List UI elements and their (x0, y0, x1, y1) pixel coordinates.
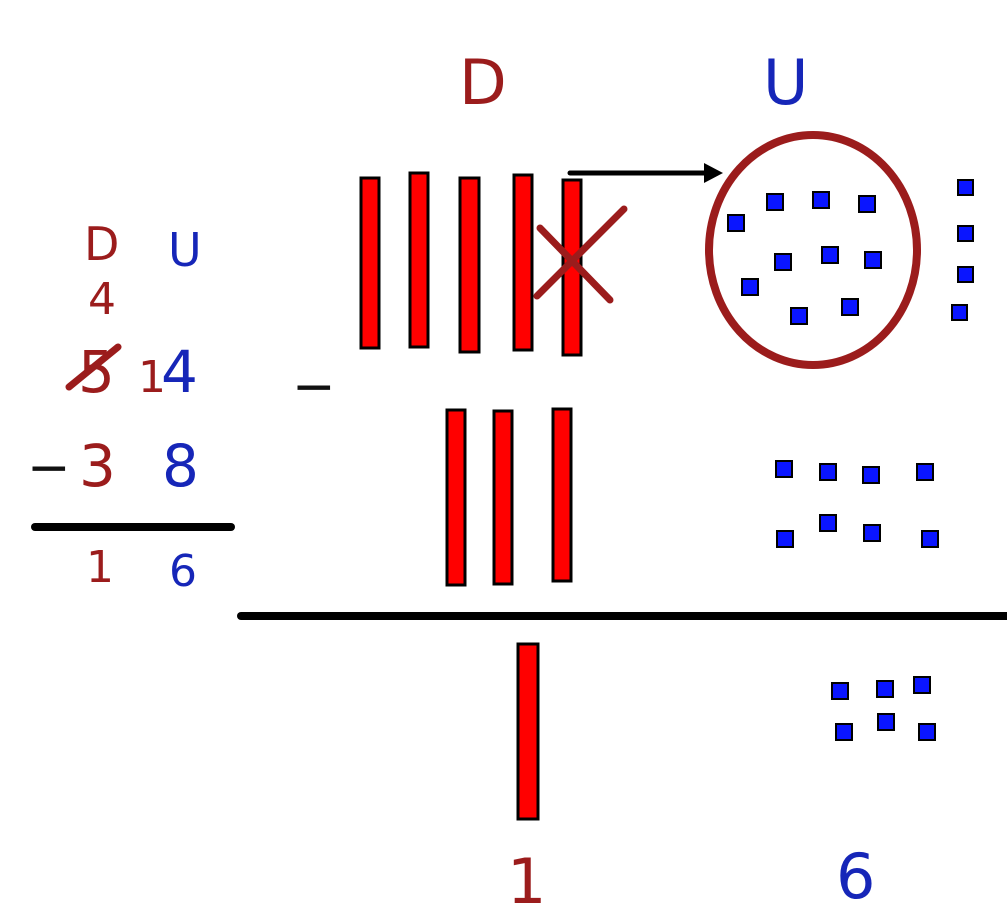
result-tens-rod (516, 642, 540, 821)
result-tens-digit: 1 (86, 542, 114, 593)
written-tens-label: D (84, 217, 119, 271)
unit-cube (863, 524, 881, 542)
visual-result-units: 6 (836, 840, 875, 913)
x-mark-icon (533, 205, 628, 304)
result-units-cubes (831, 676, 936, 741)
bottom-tens-digit: 3 (79, 432, 116, 500)
unit-cube (916, 463, 934, 481)
tens-rod (492, 409, 514, 586)
unit-cube (774, 253, 792, 271)
subtract-units-cubes (775, 460, 939, 548)
circle-icon (705, 131, 921, 369)
visual-result-tens: 1 (507, 845, 546, 916)
result-units-digit: 6 (169, 546, 197, 597)
unit-cube (741, 278, 759, 296)
unit-cube (819, 463, 837, 481)
unit-cube (862, 466, 880, 484)
unit-cube (877, 713, 895, 731)
tens-strike-mark (65, 343, 122, 391)
visual-minus-sign: − (292, 357, 336, 417)
right-arrow-icon (567, 163, 723, 183)
tens-rod (458, 176, 481, 354)
subtract-tens-rods (445, 407, 573, 587)
unit-cube (921, 530, 939, 548)
unit-cube (812, 191, 830, 209)
written-minus-sign: − (27, 438, 71, 498)
unit-cube (775, 460, 793, 478)
unit-cube (957, 225, 974, 242)
extra-units-cubes (951, 179, 974, 321)
unit-cube (727, 214, 745, 232)
tens-rod (408, 171, 430, 349)
visual-units-label: U (763, 46, 808, 119)
top-units-regroup-four: 4 (161, 338, 198, 406)
visual-tens-label: D (459, 46, 507, 119)
unit-cube (918, 723, 936, 741)
tens-rod (359, 176, 381, 350)
tens-rod (445, 408, 467, 587)
unit-cube (957, 179, 974, 196)
unit-cube (858, 195, 876, 213)
unit-cube (864, 251, 882, 269)
unit-cube (819, 514, 837, 532)
tens-rod (551, 407, 573, 583)
written-subtraction: D U 4 5 1 4 − 3 8 1 6 (27, 217, 235, 597)
bottom-units-digit: 8 (162, 432, 199, 500)
unit-cube (766, 193, 784, 211)
borrow-tens-digit: 4 (88, 274, 116, 325)
unit-cube (776, 530, 794, 548)
unit-cube (957, 266, 974, 283)
unit-cube (790, 307, 808, 325)
unit-cube (835, 723, 853, 741)
unit-cube (831, 682, 849, 700)
tens-rod (512, 173, 534, 352)
unit-cube (913, 676, 931, 694)
top-units-regroup-one: 1 (138, 352, 166, 403)
unit-cube (841, 298, 859, 316)
top-tens-rods (359, 171, 583, 357)
unit-cube (876, 680, 894, 698)
unit-cube (821, 246, 839, 264)
unit-cube (951, 304, 968, 321)
circled-units-cubes (727, 191, 882, 325)
written-units-label: U (168, 223, 202, 277)
